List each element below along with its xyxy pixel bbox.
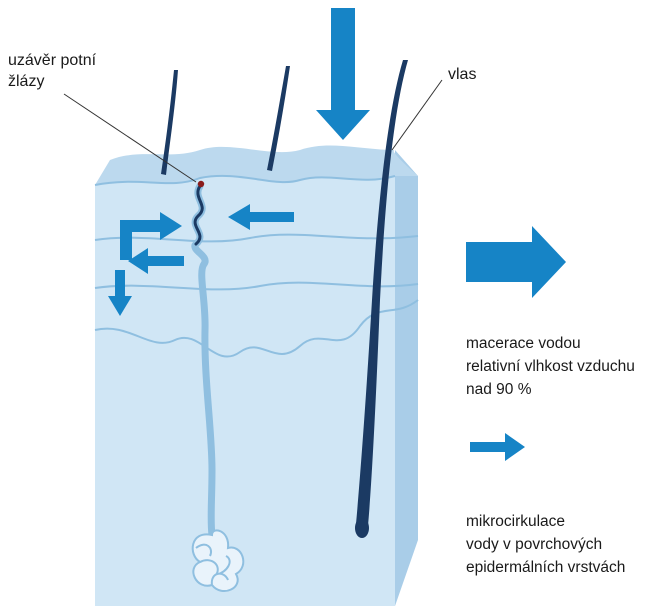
legend-small-arrow-icon [470, 433, 525, 461]
sweat-pore-label: uzávěr potní žlázy [8, 50, 96, 92]
hair-label: vlas [448, 64, 476, 85]
hair-follicle-bulb [355, 518, 369, 538]
circulation-riser [120, 220, 132, 260]
skin-block-front [95, 176, 395, 606]
water-input-arrow [316, 8, 370, 140]
sweat-pore-plug [198, 181, 204, 187]
microcirculation-legend-text: mikrocirkulace vody v povrchových epider… [466, 510, 625, 579]
maceration-legend-text: macerace vodou relativní vlhkost vzduchu… [466, 332, 635, 401]
legend-large-arrow-icon [466, 226, 566, 298]
skin-block-side [395, 150, 418, 606]
